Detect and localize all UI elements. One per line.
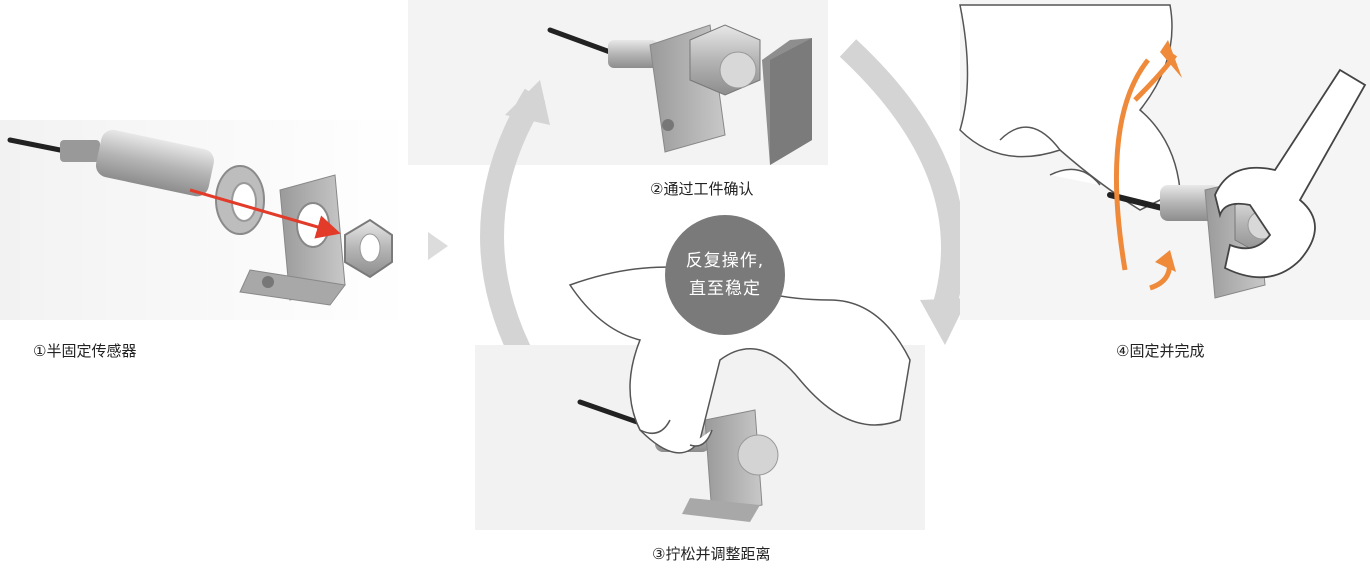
badge-line-2: 直至稳定 (689, 279, 761, 299)
repeat-until-stable-badge: 反复操作, 直至稳定 (665, 215, 785, 335)
step3-caption: ③拧松并调整距离 (652, 545, 771, 563)
next-arrow-icon (428, 232, 448, 260)
sensor-icon (547, 24, 761, 153)
workpiece-icon (762, 38, 812, 165)
wrench-icon (1214, 68, 1367, 279)
step1-caption: ①半固定传感器 (33, 342, 137, 360)
red-insert-arrow (189, 188, 341, 239)
hand-icon (959, 4, 1181, 211)
washer-icon (215, 165, 265, 235)
step2-panel (408, 0, 828, 165)
sensor-icon (7, 129, 214, 197)
nut-icon (344, 218, 393, 279)
step2-caption: ②通过工件确认 (650, 180, 754, 198)
cycle-arrow-right (839, 39, 966, 325)
badge-line-1: 反复操作, (685, 251, 765, 271)
step4-caption: ④固定并完成 (1116, 342, 1205, 360)
